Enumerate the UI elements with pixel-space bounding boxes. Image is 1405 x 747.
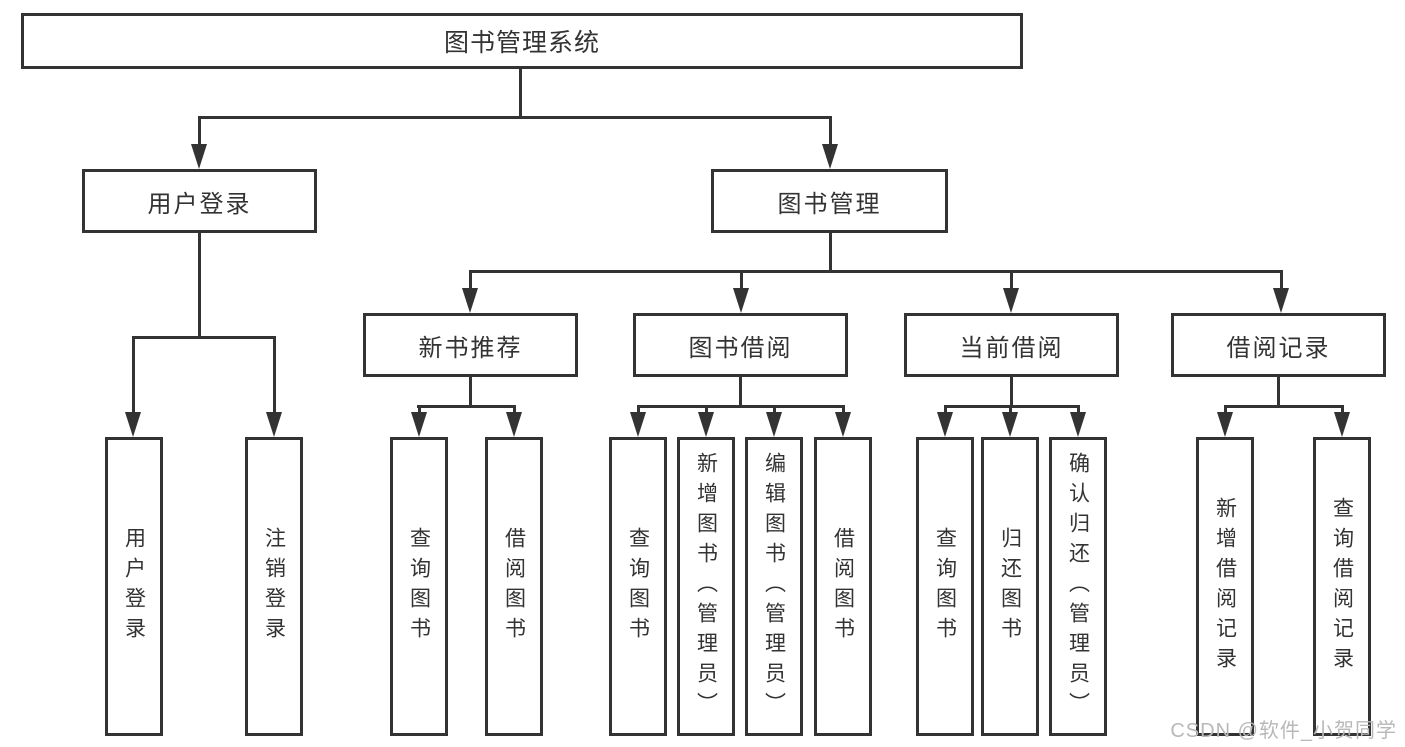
node-current-borrowing-label: 当前借阅 <box>959 334 1064 362</box>
arrowhead <box>462 288 478 313</box>
node-current-borrowing: 当前借阅 <box>904 313 1119 377</box>
arrowhead <box>266 412 282 437</box>
leaf-add-borrow-record: 新增借阅记录 <box>1196 437 1254 736</box>
connector-borrow-record-rail <box>1224 405 1343 408</box>
arrowhead <box>1003 288 1019 313</box>
connector-new-book-stem <box>469 377 472 408</box>
leaf-user-login-label: 用户登录 <box>122 526 146 647</box>
leaf-confirm-return-admin: 确认归还（管理员） <box>1049 437 1107 736</box>
connector-drop-leaf <box>273 336 276 414</box>
leaf-query-books-borrow-label: 查询图书 <box>626 526 650 647</box>
connector-borrow-record-stem <box>1277 377 1280 408</box>
arrowhead <box>835 412 851 437</box>
node-book-management: 图书管理 <box>711 169 948 233</box>
connector-user-login-stem <box>198 233 201 339</box>
leaf-logout: 注销登录 <box>245 437 303 736</box>
connector-drop-level3 <box>1280 270 1283 290</box>
arrowhead <box>191 144 207 169</box>
connector-drop-leaf <box>132 336 135 414</box>
leaf-add-books-admin-label: 新增图书（管理员） <box>694 451 718 722</box>
leaf-add-borrow-record-label: 新增借阅记录 <box>1213 496 1237 677</box>
arrowhead <box>1273 288 1289 313</box>
leaf-borrow-books-recommend: 借阅图书 <box>485 437 543 736</box>
leaf-edit-books-admin: 编辑图书（管理员） <box>745 437 803 736</box>
leaf-return-books: 归还图书 <box>981 437 1039 736</box>
node-borrowing-records-label: 借阅记录 <box>1226 334 1331 362</box>
arrowhead <box>1217 412 1233 437</box>
connector-drop-leaf <box>1009 405 1012 417</box>
connector-book-management-stem <box>829 233 832 273</box>
node-new-book-recommendation-label: 新书推荐 <box>418 334 523 362</box>
connector-drop-leaf <box>705 405 708 417</box>
arrowhead <box>698 412 714 437</box>
connector-level1-rail <box>198 116 832 119</box>
node-new-book-recommendation: 新书推荐 <box>363 313 578 377</box>
connector-user-login-rail <box>132 336 276 339</box>
arrowhead <box>1070 412 1086 437</box>
arrowhead <box>937 412 953 437</box>
node-library-system-label: 图书管理系统 <box>443 29 600 57</box>
leaf-return-books-label: 归还图书 <box>998 526 1022 647</box>
leaf-add-books-admin: 新增图书（管理员） <box>677 437 735 736</box>
connector-drop-leaf <box>944 405 947 417</box>
node-book-borrowing-label: 图书借阅 <box>688 334 793 362</box>
leaf-query-books-recommend-label: 查询图书 <box>407 526 431 647</box>
arrowhead <box>1334 412 1350 437</box>
connector-drop-leaf <box>637 405 640 417</box>
leaf-borrow-books-label: 借阅图书 <box>831 526 855 647</box>
node-book-borrowing: 图书借阅 <box>633 313 848 377</box>
leaf-query-borrow-record: 查询借阅记录 <box>1313 437 1371 736</box>
watermark-text: CSDN @软件_小贺同学 <box>1170 720 1397 742</box>
node-library-system: 图书管理系统 <box>21 13 1023 69</box>
node-book-management-label: 图书管理 <box>777 190 882 218</box>
leaf-query-books-recommend: 查询图书 <box>390 437 448 736</box>
connector-drop-leaf <box>418 405 421 417</box>
connector-drop-level3 <box>469 270 472 290</box>
arrowhead <box>506 412 522 437</box>
leaf-query-books-current: 查询图书 <box>916 437 974 736</box>
leaf-borrow-books-recommend-label: 借阅图书 <box>502 526 526 647</box>
connector-drop-leaf <box>1077 405 1080 417</box>
connector-drop-level3 <box>1010 270 1013 290</box>
leaf-query-books-current-label: 查询图书 <box>933 526 957 647</box>
arrowhead <box>822 144 838 169</box>
node-user-login-label: 用户登录 <box>147 190 252 218</box>
leaf-logout-label: 注销登录 <box>262 526 286 647</box>
node-borrowing-records: 借阅记录 <box>1171 313 1386 377</box>
connector-root-stem <box>519 69 522 117</box>
arrowhead <box>125 412 141 437</box>
connector-drop-level3 <box>740 270 743 290</box>
connector-new-book-rail <box>417 405 515 408</box>
arrowhead <box>630 412 646 437</box>
leaf-query-borrow-record-label: 查询借阅记录 <box>1330 496 1354 677</box>
leaf-user-login: 用户登录 <box>105 437 163 736</box>
leaf-borrow-books: 借阅图书 <box>814 437 872 736</box>
connector-drop-leaf <box>773 405 776 417</box>
leaf-edit-books-admin-label: 编辑图书（管理员） <box>762 451 786 722</box>
connector-drop-book-management <box>829 116 832 148</box>
arrowhead <box>766 412 782 437</box>
connector-drop-leaf <box>1224 405 1227 417</box>
arrowhead <box>733 288 749 313</box>
arrowhead <box>411 412 427 437</box>
leaf-query-books-borrow: 查询图书 <box>609 437 667 736</box>
connector-drop-leaf <box>1341 405 1344 417</box>
arrowhead <box>1002 412 1018 437</box>
connector-level3-rail <box>469 270 1282 273</box>
node-user-login: 用户登录 <box>82 169 317 233</box>
connector-current-borrow-stem <box>1010 377 1013 408</box>
connector-book-borrow-stem <box>739 377 742 408</box>
leaf-confirm-return-admin-label: 确认归还（管理员） <box>1066 451 1090 722</box>
connector-drop-user-login <box>198 116 201 148</box>
connector-drop-leaf <box>842 405 845 417</box>
connector-book-borrow-rail <box>637 405 844 408</box>
connector-drop-leaf <box>513 405 516 417</box>
